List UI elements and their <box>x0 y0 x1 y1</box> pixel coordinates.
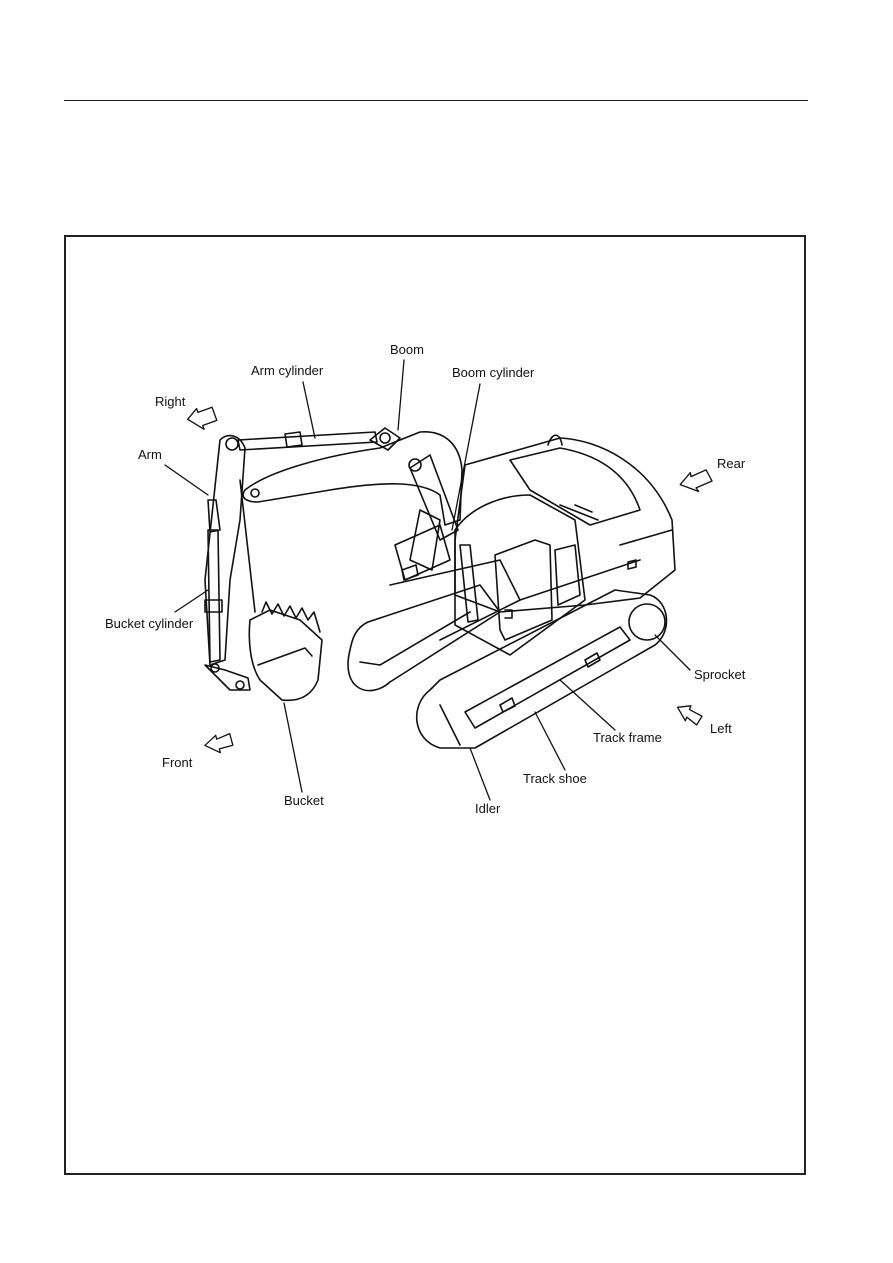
header-rule <box>64 100 808 101</box>
boom <box>242 427 463 526</box>
label-idler: Idler <box>475 801 501 816</box>
bucket <box>204 601 323 702</box>
label-track-shoe: Track shoe <box>523 771 587 786</box>
left-arrow-icon <box>676 705 703 726</box>
label-boom: Boom <box>390 342 424 357</box>
label-rear: Rear <box>717 456 746 471</box>
front-arrow-icon <box>204 732 234 754</box>
cab <box>454 494 586 656</box>
upper-structure <box>394 434 676 613</box>
arm-cylinder <box>237 431 378 451</box>
label-front: Front <box>162 755 193 770</box>
label-arm-cylinder: Arm cylinder <box>251 363 324 378</box>
label-left: Left <box>710 721 732 736</box>
label-sprocket: Sprocket <box>694 667 746 682</box>
label-right: Right <box>155 394 186 409</box>
rear-track <box>347 584 501 692</box>
label-bucket: Bucket <box>284 793 324 808</box>
right-arrow-icon <box>187 406 218 430</box>
figure-frame <box>64 235 806 1175</box>
arm <box>204 434 256 666</box>
front-track <box>416 589 668 749</box>
label-boom-cylinder: Boom cylinder <box>452 365 535 380</box>
boom-cylinder <box>408 454 459 571</box>
leader-lines <box>164 359 691 801</box>
label-arm: Arm <box>138 447 162 462</box>
label-bucket-cylinder: Bucket cylinder <box>105 616 194 631</box>
rear-arrow-icon <box>679 469 713 493</box>
label-track-frame: Track frame <box>593 730 662 745</box>
bucket-cylinder <box>204 529 223 663</box>
track-frame-body <box>389 559 641 641</box>
sprocket-wheel <box>628 603 666 641</box>
